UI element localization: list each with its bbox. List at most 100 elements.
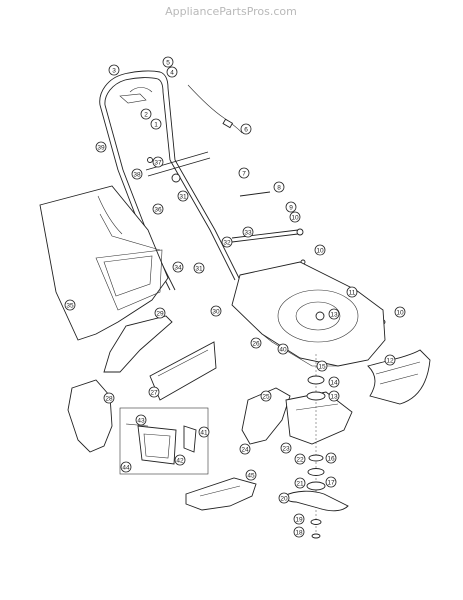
callout-45: 45 [245,469,257,481]
svg-text:11: 11 [349,290,356,297]
blade-stack [283,354,349,539]
svg-text:22: 22 [296,457,304,464]
callout-25: 25 [260,390,272,402]
svg-text:31: 31 [179,194,187,201]
svg-text:26: 26 [252,341,260,348]
callout-8: 8 [273,181,285,193]
svg-text:4: 4 [170,70,174,77]
svg-text:36: 36 [154,207,162,214]
callout-41: 41 [198,426,210,438]
svg-text:30: 30 [212,309,220,316]
svg-text:34: 34 [174,265,182,272]
callout-10c: 10 [394,306,406,318]
callout-4: 4 [166,66,178,78]
svg-text:38: 38 [133,172,141,179]
callout-21: 21 [294,477,306,489]
svg-text:43: 43 [137,418,145,425]
upper-handle [99,70,176,171]
svg-text:9: 9 [289,205,293,212]
control-cable [187,84,243,134]
svg-text:10: 10 [316,248,324,255]
svg-text:31: 31 [195,266,203,273]
svg-text:6: 6 [244,127,248,134]
svg-text:16: 16 [327,456,335,463]
callout-34: 34 [172,261,184,273]
callout-27: 27 [148,386,160,398]
callout-13a: 13 [328,308,340,320]
svg-text:33: 33 [244,230,252,237]
callout-6: 6 [240,123,252,135]
callout-18: 18 [293,526,305,538]
svg-text:40: 40 [279,347,287,354]
svg-text:25: 25 [262,394,270,401]
svg-text:27: 27 [150,390,158,397]
callout-13b: 13 [328,390,340,402]
callout-30: 30 [210,305,222,317]
tank-assembly [119,407,209,475]
svg-text:35: 35 [66,303,74,310]
mower-deck [231,261,386,367]
callout-36: 36 [152,203,164,215]
svg-text:19: 19 [295,517,303,524]
callout-2: 2 [140,108,152,120]
mulching-blade [185,477,257,511]
callout-31b: 31 [193,262,205,274]
svg-text:28: 28 [105,396,113,403]
callout-26: 26 [250,337,262,349]
svg-text:41: 41 [200,430,208,437]
svg-text:13: 13 [330,312,338,319]
svg-text:8: 8 [277,185,281,192]
callout-11: 11 [346,286,358,298]
svg-text:12: 12 [386,358,394,365]
callout-31a: 31 [177,190,189,202]
callout-24: 24 [239,443,251,455]
callout-42: 42 [174,454,186,466]
callout-39: 39 [95,141,107,153]
watermark: AppliancePartsPros.com [165,5,297,18]
callout-10b: 10 [314,244,326,256]
svg-text:13: 13 [330,394,338,401]
svg-text:10: 10 [396,310,404,317]
callout-20: 20 [278,492,290,504]
callout-33: 33 [242,226,254,238]
svg-text:45: 45 [247,473,255,480]
callout-38: 38 [131,168,143,180]
callout-7: 7 [238,167,250,179]
callout-14: 14 [328,376,340,388]
callout-32: 32 [221,236,233,248]
svg-text:39: 39 [97,145,105,152]
callout-22: 22 [294,453,306,465]
svg-text:3: 3 [112,68,116,75]
callout-5: 5 [162,56,174,68]
svg-text:18: 18 [295,530,303,537]
callout-9: 9 [285,201,297,213]
callout-37: 37 [152,156,164,168]
callouts: 1 2 3 4 5 6 7 8 9 10 10 10 11 12 13 13 1… [64,56,406,538]
svg-text:44: 44 [122,465,130,472]
svg-text:14: 14 [330,380,338,387]
svg-text:7: 7 [242,171,246,178]
callout-35: 35 [64,299,76,311]
svg-text:37: 37 [154,160,162,167]
callout-1: 1 [150,118,162,130]
svg-text:32: 32 [223,240,231,247]
svg-text:23: 23 [282,446,290,453]
callout-17: 17 [325,476,337,488]
callout-12: 12 [384,354,396,366]
svg-text:42: 42 [176,458,184,465]
deck-baffle [241,387,353,445]
callout-43: 43 [135,414,147,426]
svg-text:1: 1 [154,122,158,129]
callout-16: 16 [325,452,337,464]
callout-44: 44 [120,461,132,473]
callout-23: 23 [280,442,292,454]
side-discharge-chute [367,349,431,405]
callout-28: 28 [103,392,115,404]
mulch-plug [67,379,113,453]
svg-text:17: 17 [327,480,335,487]
callout-10a: 10 [289,211,301,223]
svg-text:10: 10 [291,215,299,222]
callout-19: 19 [293,513,305,525]
svg-text:20: 20 [280,496,288,503]
